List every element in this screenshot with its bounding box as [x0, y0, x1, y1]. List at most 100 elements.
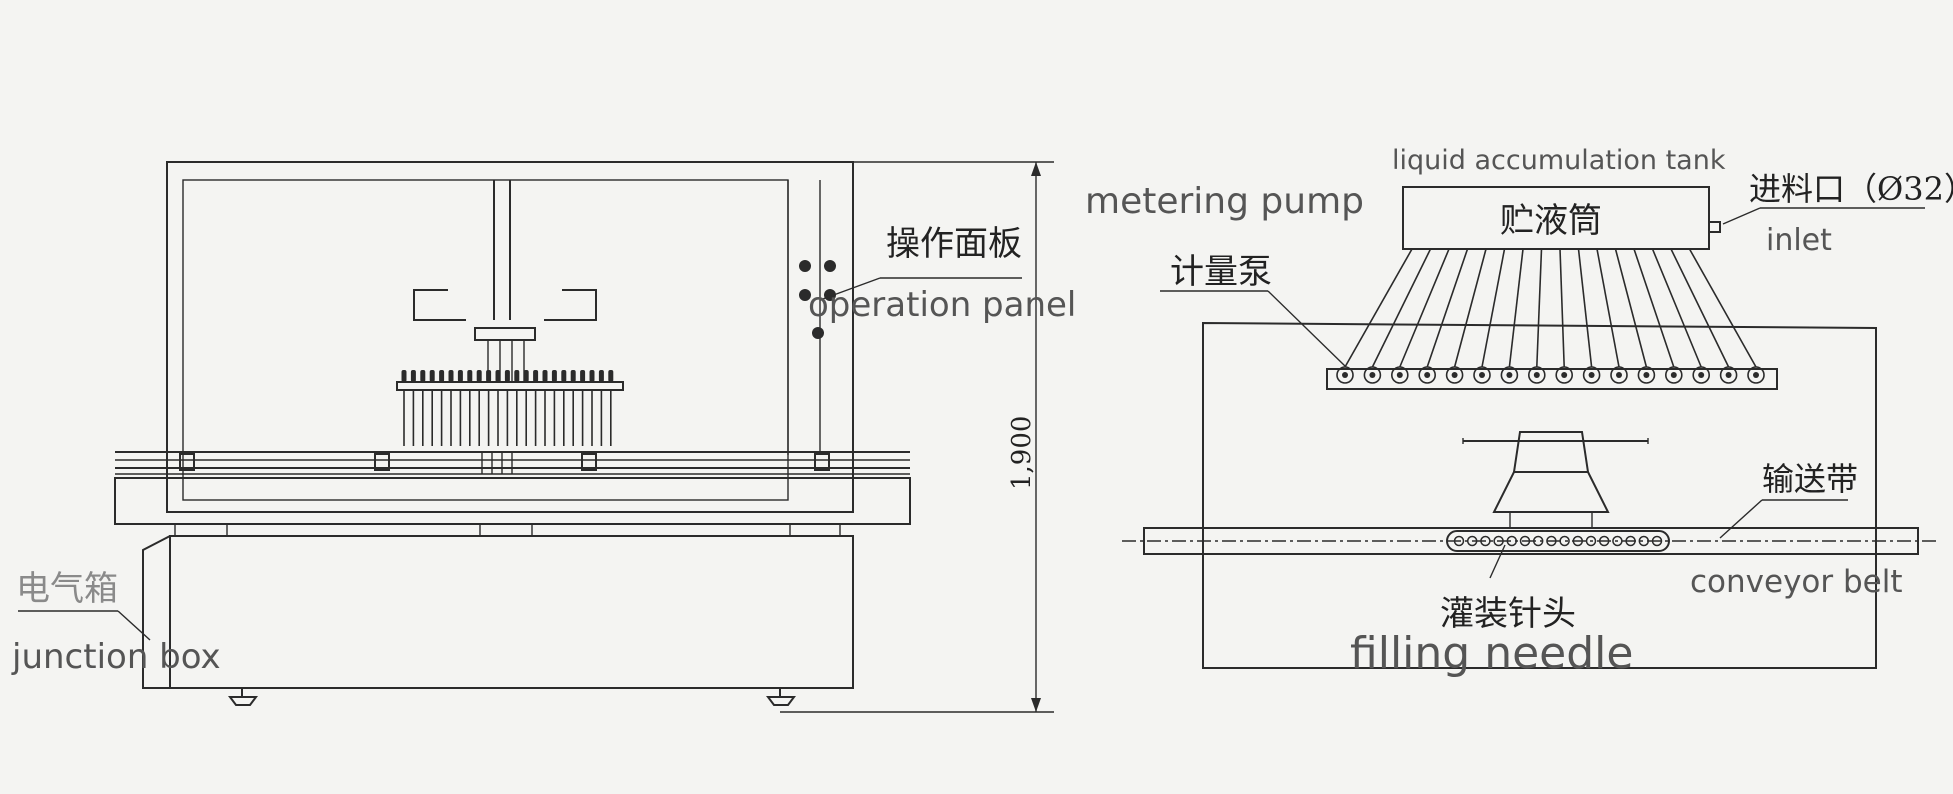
filling-needle: [1546, 535, 1557, 547]
metering-pump-core: [1725, 372, 1732, 378]
rail-clamp-2: [374, 453, 390, 471]
foot-left: [228, 688, 258, 706]
foot-right: [766, 688, 796, 706]
metering-pump-core: [1670, 372, 1677, 378]
inlet-pipe: [1708, 221, 1721, 233]
needle-tip: [410, 370, 416, 382]
conveyor-leader: [1719, 499, 1763, 539]
frame-outer: [166, 161, 854, 513]
operation-panel-label-cn: 操作面板: [886, 224, 1022, 264]
front-view: [18, 161, 1054, 713]
needle-tip: [420, 370, 426, 382]
filling-needle: [1572, 535, 1584, 547]
filling-needle: [1651, 535, 1663, 547]
feed-tube: [1688, 248, 1757, 368]
metering-pump-core: [1643, 372, 1650, 378]
lower-cabinet: [169, 535, 854, 689]
needle-tip: [523, 370, 529, 382]
rail-clamp-4: [814, 453, 830, 471]
needle-tip: [533, 370, 539, 382]
metering-pump-label-en: metering pump: [1085, 181, 1364, 222]
junction-box: [142, 535, 171, 689]
filling-needle: [1585, 535, 1597, 547]
panel-leader: [819, 277, 881, 301]
filling-needle: [1466, 535, 1478, 547]
metering-pump-core: [1561, 372, 1568, 378]
feed-tube: [1371, 248, 1432, 368]
metering-pump-core: [1588, 372, 1595, 378]
feed-tube: [1536, 248, 1543, 368]
feed-tubes: [1344, 248, 1757, 368]
metering-pump-label-cn: 计量泵: [1170, 252, 1272, 292]
junction-box-label-cn: 电气箱: [16, 569, 118, 609]
table-strip-1: [174, 523, 228, 537]
needle-tip: [542, 370, 548, 382]
metering-pump-core: [1506, 372, 1513, 378]
filling-needle: [1612, 535, 1623, 547]
head-upper: [1512, 431, 1590, 473]
needle-tip: [598, 370, 604, 382]
operation-panel-label-en: operation panel: [808, 285, 1076, 325]
table-strip-3: [789, 523, 841, 537]
needle-head-top: [474, 327, 536, 341]
filling-needle-array: [1453, 535, 1663, 547]
feed-tube: [1481, 248, 1506, 368]
filling-needle: [1625, 535, 1636, 547]
feed-tube: [1614, 248, 1648, 368]
side-view: [1122, 186, 1940, 669]
feed-tube: [1426, 248, 1469, 368]
needle-tip: [448, 370, 454, 382]
metering-pump-core: [1424, 372, 1431, 378]
needle-tip: [439, 370, 445, 382]
feed-tube: [1399, 248, 1450, 368]
feed-tube: [1577, 248, 1593, 368]
tank-label-cn: 贮液筒: [1500, 201, 1602, 241]
needle-tip: [580, 370, 586, 382]
needle-tip: [476, 370, 482, 382]
filling-needle: [1519, 535, 1531, 547]
metering-pump-core: [1369, 372, 1376, 378]
junction-box-label-en: junction box: [11, 637, 221, 677]
needle-tip: [514, 370, 520, 382]
feed-tube: [1670, 248, 1730, 368]
metering-pump-core: [1698, 372, 1705, 378]
needle-tip: [457, 370, 463, 382]
needle-manifold: [396, 381, 624, 391]
needle-array: [401, 370, 614, 446]
pump-leader: [1267, 290, 1346, 367]
metering-pump-core: [1396, 372, 1403, 378]
inlet-leader: [1722, 207, 1761, 225]
metering-pump-core: [1753, 372, 1759, 378]
inlet-label-cn: 进料口（Ø32）: [1749, 170, 1953, 208]
metering-pump-core: [1533, 372, 1540, 378]
feed-tube: [1651, 248, 1702, 368]
panel-button-3: [799, 289, 811, 301]
junction-leader: [117, 610, 151, 641]
height-dimension-label: 1,900: [1007, 416, 1037, 490]
feed-tube: [1508, 248, 1524, 368]
filling-needle: [1638, 535, 1650, 547]
needle-tip: [467, 370, 473, 382]
head-lower: [1492, 471, 1610, 513]
needle-tip: [561, 370, 567, 382]
feed-tube: [1596, 248, 1620, 368]
pump-bar: [1326, 368, 1778, 390]
tank-label-en: liquid accumulation tank: [1392, 145, 1726, 176]
panel-button-2: [824, 260, 836, 272]
feed-tube: [1344, 248, 1413, 368]
needle-tip: [608, 370, 614, 382]
panel-button-5: [812, 327, 824, 339]
metering-pump-core: [1616, 372, 1622, 378]
liquid-tank: [1402, 186, 1710, 250]
needle-tip: [589, 370, 595, 382]
filling-needle: [1559, 535, 1570, 547]
bracket-left: [413, 289, 466, 321]
needle-tip: [570, 370, 576, 382]
needle-tip: [495, 370, 501, 382]
rail-clamp-1: [179, 453, 195, 471]
feed-tube: [1453, 248, 1487, 368]
filling-needle: [1453, 535, 1465, 547]
filling-needle-label-cn: 灌装针头: [1440, 594, 1576, 634]
feed-tube: [1559, 248, 1565, 368]
